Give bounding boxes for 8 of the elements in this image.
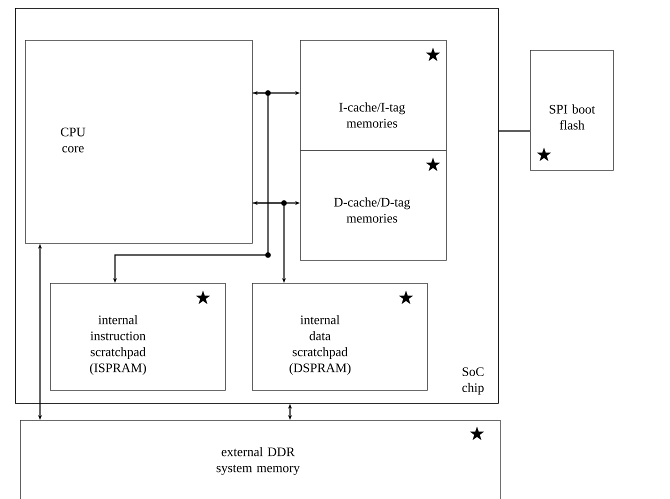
block-label: external DDR system memory: [216, 447, 300, 475]
block-label: D-cache/D-tag memories: [334, 197, 410, 223]
block-label: SPI boot flash: [550, 104, 596, 130]
block-label: SoC chip: [462, 367, 484, 395]
block-label: I-cache/I-tag memories: [339, 102, 405, 128]
block-label: internal data scratchpad (DSPRAM): [290, 315, 351, 375]
block-label: CPU core: [60, 128, 86, 152]
block-label: internal instruction scratchpad (ISPRAM): [90, 315, 146, 375]
